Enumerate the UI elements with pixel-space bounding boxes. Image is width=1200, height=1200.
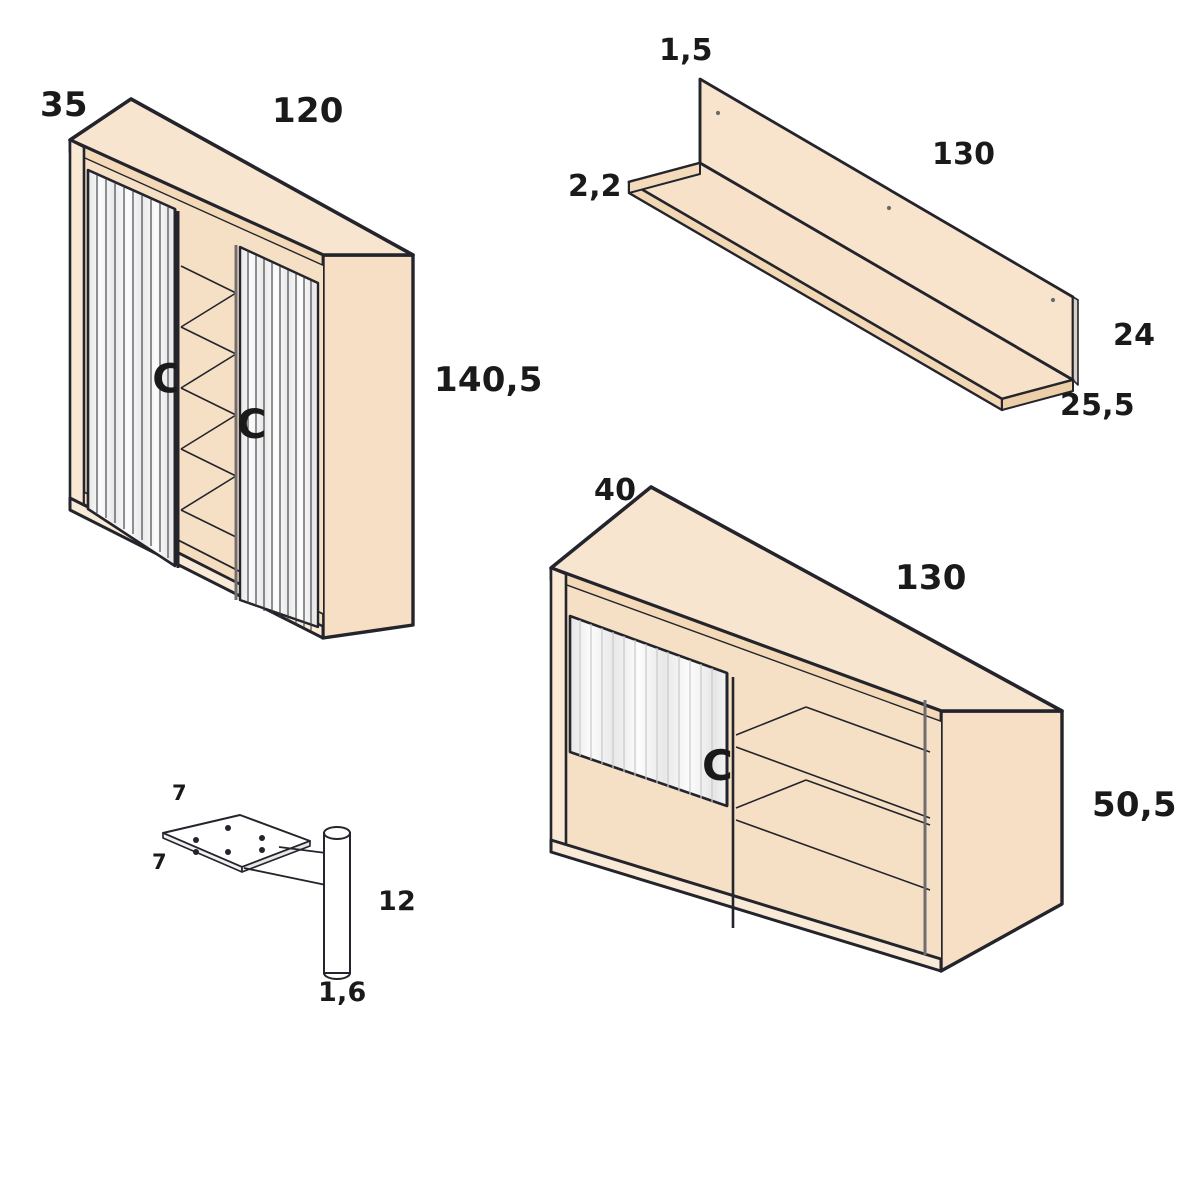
- wall-shelf-thickness-label: 2,2: [568, 169, 622, 204]
- wall-shelf-body: [627, 77, 1079, 412]
- wardrobe-center-shelf-column: [176, 211, 238, 600]
- wall-shelf-depth-label: 25,5: [1060, 388, 1135, 423]
- leg-plate-width-label: 7: [172, 781, 187, 805]
- wardrobe-depth-label: 35: [40, 85, 88, 125]
- tv-unit-tambour-door[interactable]: [568, 614, 729, 808]
- tv-unit-handle-icon[interactable]: C: [702, 741, 733, 790]
- wall-shelf-dowel-hole: [1050, 297, 1056, 303]
- leg-screw-hole: [225, 849, 231, 855]
- leg-screw-hole: [259, 847, 265, 853]
- wall-shelf-back-end-face: [1072, 296, 1079, 386]
- wardrobe-tambour-door-right[interactable]: [238, 245, 320, 631]
- wall-shelf-back-height-label: 24: [1113, 318, 1156, 353]
- wall-shelf-length-label: 130: [932, 137, 996, 172]
- leg-height-label: 12: [378, 886, 416, 917]
- wardrobe-width-label: 120: [272, 91, 344, 131]
- leg-mounting-plate: [162, 814, 311, 873]
- wardrobe-tambour-door-left[interactable]: [86, 168, 177, 568]
- tv-unit-open-shelves: [731, 677, 931, 955]
- wardrobe-handle-right-icon[interactable]: C: [237, 402, 266, 448]
- wall-shelf-dowel-hole: [715, 110, 721, 116]
- tv-unit-height-label: 50,5: [1092, 785, 1177, 825]
- wall-shelf-right-end-thickness: [1001, 379, 1074, 411]
- tv-unit-depth-label: 40: [594, 473, 637, 508]
- wall-shelf-dowel-hole: [886, 205, 892, 211]
- leg-connector-arms: [243, 846, 327, 886]
- wall-shelf-left-end-edge: [628, 162, 701, 194]
- wall-shelf-back-thickness-label: 1,5: [659, 33, 713, 68]
- leg-screw-hole: [193, 837, 199, 843]
- leg-screw-hole: [193, 849, 199, 855]
- leg-screw-hole: [259, 835, 265, 841]
- leg-plate-depth-label: 7: [152, 850, 167, 874]
- leg-screw-hole: [225, 825, 231, 831]
- leg-cylinder: [323, 826, 351, 980]
- wardrobe-height-label: 140,5: [434, 360, 543, 400]
- tv-unit-bottom-panel: [549, 838, 943, 973]
- tv-unit-width-label: 130: [895, 558, 967, 598]
- leg-diameter-label: 1,6: [318, 977, 367, 1008]
